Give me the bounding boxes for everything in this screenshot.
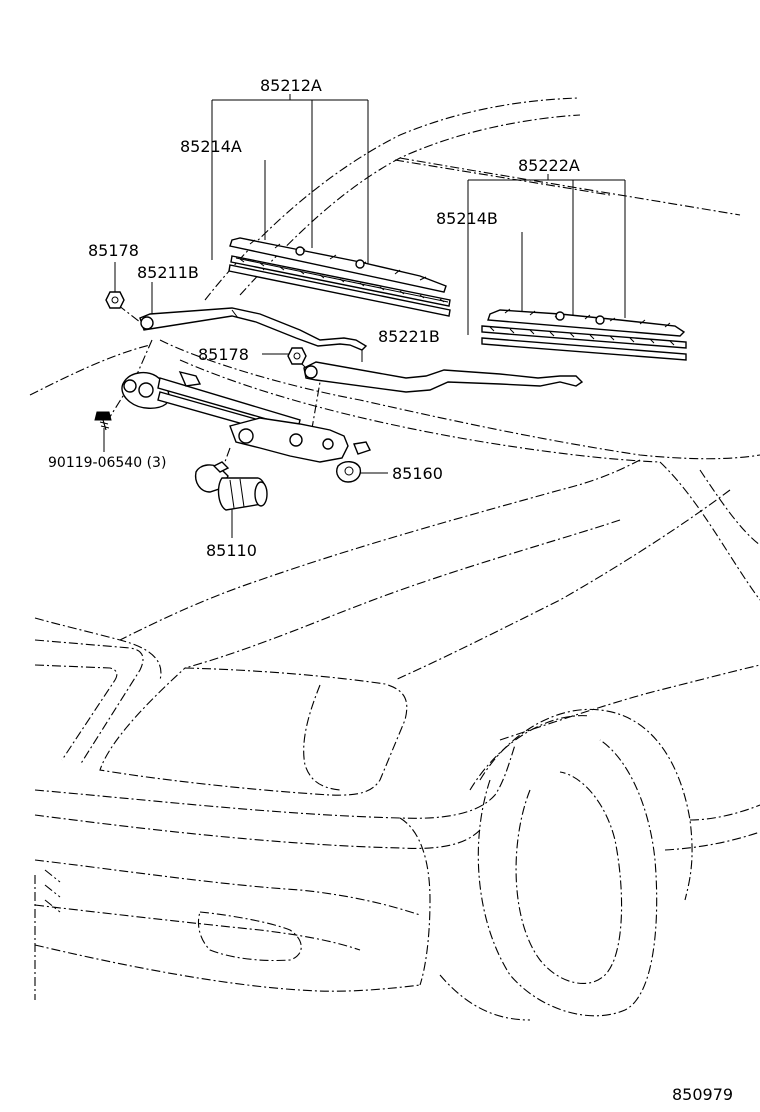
label-85221B: 85221B: [378, 327, 440, 346]
label-85222A: 85222A: [518, 156, 580, 175]
bolt: [94, 411, 112, 431]
wiper-blade-left: [228, 237, 451, 317]
wiper-linkage: [121, 370, 371, 483]
wiper-arm-right: [303, 361, 584, 393]
label-85212A: 85212A: [260, 76, 322, 95]
wiper-arm-left: [139, 307, 368, 351]
label-85211B: 85211B: [137, 263, 199, 282]
diagram-number: 850979: [672, 1085, 733, 1104]
nut-top: [105, 291, 125, 309]
label-85214B: 85214B: [436, 209, 498, 228]
label-85178-top: 85178: [88, 241, 139, 260]
car-body-outline: [29, 97, 760, 1021]
label-85110: 85110: [206, 541, 257, 560]
leader-lines: [103, 94, 626, 538]
nut-mid: [287, 347, 307, 365]
label-85160: 85160: [392, 464, 443, 483]
wiper-blade-right: [481, 308, 687, 361]
wiper-motor: [194, 461, 268, 511]
label-85178-mid: 85178: [198, 345, 249, 364]
label-90119-06540: 90119-06540 (3): [48, 455, 166, 471]
label-85214A: 85214A: [180, 137, 242, 156]
